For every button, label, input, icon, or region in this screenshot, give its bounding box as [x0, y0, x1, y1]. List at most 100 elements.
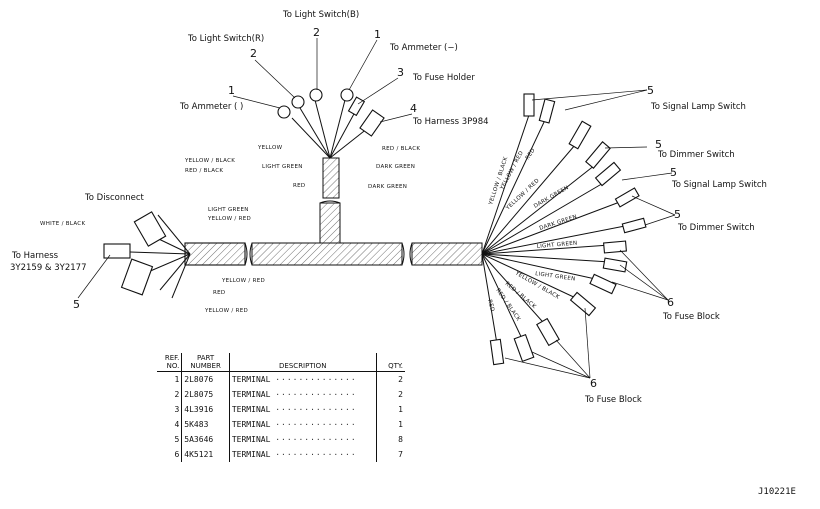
wire-label: RED / BLACK — [382, 146, 420, 152]
label-ammeter-neg: To Ammeter (−) — [389, 43, 458, 53]
callout-number: 6 — [590, 377, 597, 390]
table-row: 1 2L8076 TERMINAL ·············· 2 — [157, 371, 405, 387]
bullet-terminal — [536, 317, 560, 347]
cell-description-text: TERMINAL — [231, 405, 271, 414]
wire-label: YELLOW — [257, 145, 283, 151]
callout-number: 3 — [397, 66, 404, 79]
callout-number: 5 — [674, 208, 681, 221]
wire-label: RED — [525, 148, 537, 162]
label-harness-left: To Harness — [11, 251, 59, 261]
bullet-terminal — [603, 240, 627, 254]
cell-part-number: 4K5121 — [181, 447, 230, 462]
cell-ref: 6 — [157, 447, 183, 462]
ring-terminal — [277, 105, 291, 119]
bullet-terminal — [589, 273, 617, 295]
wire-label: DARK GREEN — [376, 164, 415, 170]
spade-terminal — [568, 120, 592, 150]
harness-connector — [359, 109, 385, 137]
cell-description-text: TERMINAL — [231, 375, 271, 384]
cell-ref: 1 — [157, 371, 183, 387]
spade-terminal — [347, 96, 366, 117]
callout-number: 5 — [73, 298, 80, 311]
bullet-terminal — [489, 338, 505, 366]
top-wire-fan — [277, 88, 385, 159]
cell-ref: 5 — [157, 432, 183, 447]
bullet-terminal — [513, 333, 535, 363]
cell-ref: 2 — [157, 387, 183, 402]
table-row: 5 5A3646 TERMINAL ·············· 8 — [157, 432, 405, 447]
label-fuse-block: To Fuse Block — [584, 395, 642, 405]
callout-number: 5 — [647, 84, 654, 97]
figure-reference: J10221E — [758, 487, 796, 497]
bullet-terminal — [602, 257, 628, 273]
wire-label: LIGHT GREEN — [535, 271, 576, 283]
dot-leader: ·············· — [275, 435, 357, 444]
cell-qty: 1 — [375, 402, 405, 417]
wire-label: RED / BLACK — [185, 168, 223, 174]
wire-label: YELLOW / RED — [204, 308, 248, 314]
cell-qty: 1 — [375, 417, 405, 432]
wire-label: YELLOW / RED — [207, 216, 251, 222]
cell-part-number: 2L8076 — [181, 371, 230, 387]
cell-qty: 2 — [375, 387, 405, 402]
cell-description-text: TERMINAL — [231, 420, 271, 429]
right-wire-fan — [481, 93, 647, 366]
table-header-row: REF. NO. PART NUMBER DESCRIPTION QTY. — [157, 353, 405, 372]
callout-number: 4 — [410, 102, 417, 115]
table-row: 2 2L8075 TERMINAL ·············· 2 — [157, 387, 405, 402]
callout-number: 5 — [670, 166, 677, 179]
callout-number: 5 — [655, 138, 662, 151]
wire-label: LIGHT GREEN — [537, 240, 578, 250]
cell-ref: 4 — [157, 417, 183, 432]
cell-part-number: 2L8075 — [181, 387, 230, 402]
header-qty: QTY. — [375, 353, 405, 372]
label-signal-lamp-switch: To Signal Lamp Switch — [671, 180, 767, 190]
cell-part-number: 4L3916 — [181, 402, 230, 417]
ring-terminal — [309, 88, 323, 102]
wire-label: YELLOW / RED — [221, 278, 265, 284]
left-wire-fan — [103, 211, 191, 299]
callout-number: 1 — [374, 28, 381, 41]
label-harness-3p984: To Harness 3P984 — [412, 117, 489, 127]
cell-ref: 3 — [157, 402, 183, 417]
spade-terminal — [585, 141, 611, 169]
cell-description: TERMINAL ·············· — [229, 387, 376, 402]
ring-terminal — [291, 95, 305, 109]
dot-leader: ·············· — [275, 375, 357, 384]
table-row: 6 4K5121 TERMINAL ·············· 7 — [157, 447, 405, 462]
leader-lines — [77, 38, 676, 379]
callout-number: 1 — [228, 84, 235, 97]
wire-label: DARK GREEN — [368, 184, 407, 190]
table-row: 4 5K483 TERMINAL ·············· 1 — [157, 417, 405, 432]
label-dimmer-switch: To Dimmer Switch — [657, 150, 735, 160]
ring-terminal — [340, 88, 354, 102]
cell-description: TERMINAL ·············· — [229, 447, 376, 462]
header-description: DESCRIPTION — [229, 353, 377, 372]
dot-leader: ·············· — [275, 405, 357, 414]
dot-leader: ·············· — [275, 450, 357, 459]
disconnect-plug — [133, 211, 167, 247]
cell-description: TERMINAL ·············· — [229, 417, 376, 432]
label-dimmer-switch: To Dimmer Switch — [677, 223, 755, 233]
label-harness-left-parts: 3Y2159 & 3Y2177 — [10, 263, 87, 273]
label-fuse-block: To Fuse Block — [662, 312, 720, 322]
cell-description: TERMINAL ·············· — [229, 432, 376, 447]
cell-qty: 8 — [375, 432, 405, 447]
harness-plug — [103, 243, 131, 259]
label-signal-lamp-switch: To Signal Lamp Switch — [650, 102, 746, 112]
cell-qty: 7 — [375, 447, 405, 462]
cell-part-number: 5K483 — [181, 417, 230, 432]
header-part-number: PART NUMBER — [181, 353, 230, 372]
parts-table: REF. NO. PART NUMBER DESCRIPTION QTY. 1 … — [157, 353, 405, 462]
wire-label: LIGHT GREEN — [208, 207, 249, 213]
wire-label: DARK GREEN — [539, 214, 578, 232]
bullet-terminal — [594, 161, 622, 187]
table-row: 3 4L3916 TERMINAL ·············· 1 — [157, 402, 405, 417]
callout-number: 2 — [250, 47, 257, 60]
wire-label: YELLOW / BLACK — [184, 158, 235, 164]
label-light-switch-b: To Light Switch(B) — [282, 10, 359, 20]
cell-part-number: 5A3646 — [181, 432, 230, 447]
cell-description-text: TERMINAL — [231, 390, 271, 399]
wire-label: WHITE / BLACK — [40, 221, 85, 227]
